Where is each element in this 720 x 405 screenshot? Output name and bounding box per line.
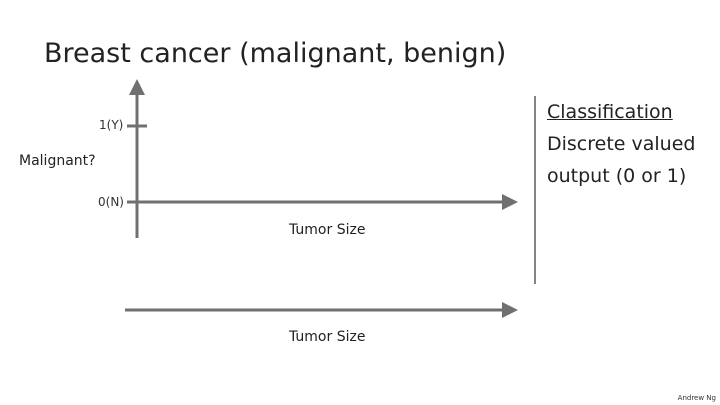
bottom-x-axis: [125, 302, 518, 318]
y-tick-label-0: 0(N): [98, 195, 124, 209]
top-x-axis-title: Tumor Size: [289, 222, 366, 238]
side-note-line-1: Discrete valued: [547, 133, 696, 155]
side-note: Classification Discrete valued output (0…: [547, 96, 695, 192]
side-note-heading: Classification: [547, 101, 673, 123]
author-credit: Andrew Ng: [677, 394, 716, 402]
side-note-line-2: output (0 or 1): [547, 165, 687, 187]
top-y-axis: [129, 79, 145, 238]
slide-title: Breast cancer (malignant, benign): [44, 38, 507, 69]
y-tick-label-1: 1(Y): [99, 118, 124, 132]
bottom-x-axis-title: Tumor Size: [289, 329, 366, 345]
top-x-axis: [127, 194, 518, 210]
y-axis-title: Malignant?: [19, 153, 96, 169]
